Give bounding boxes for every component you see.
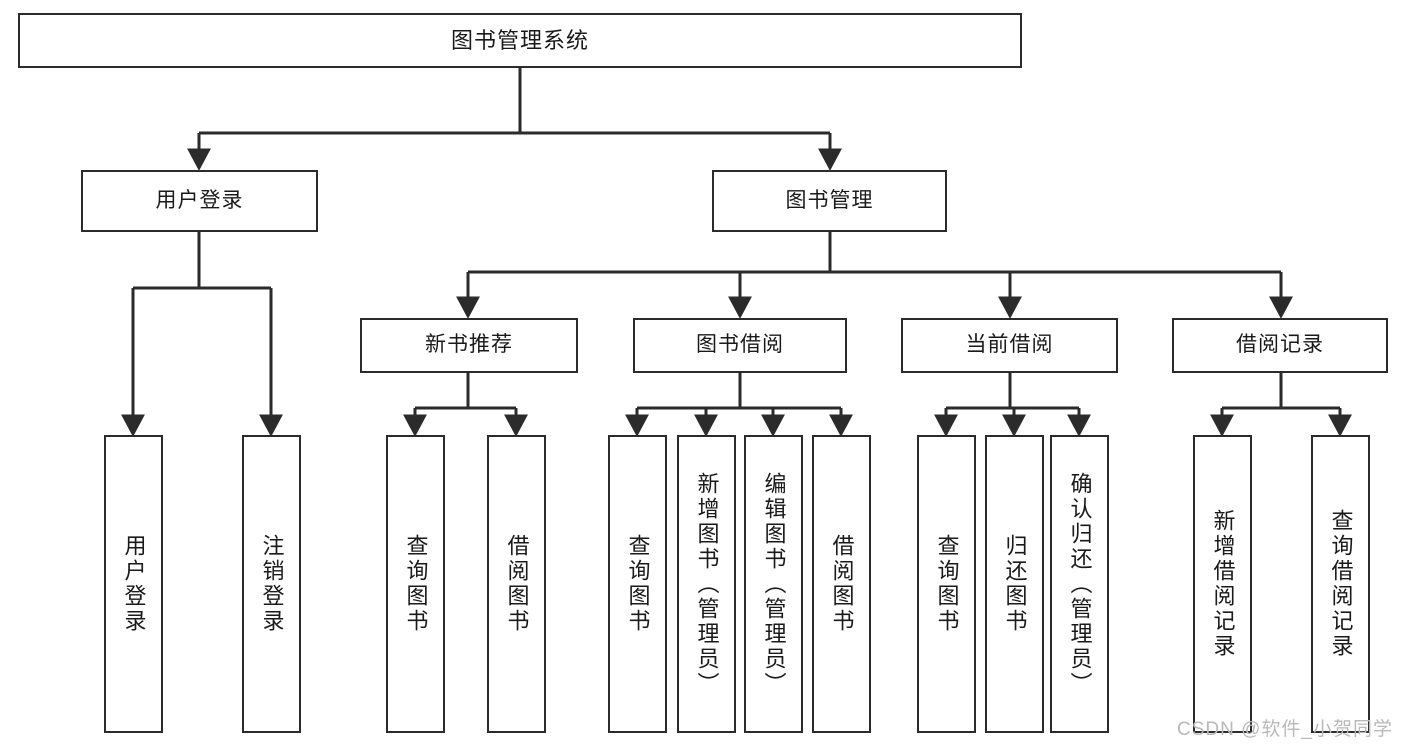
node-label: 注销登录 (259, 534, 285, 634)
leaf-user-login-logout[interactable]: 注销登录 (242, 435, 301, 733)
node-label: 图书管理 (785, 188, 874, 212)
leaf-current-borrow-query-book[interactable]: 查询图书 (917, 435, 976, 733)
node-label: 归还图书 (1002, 534, 1028, 634)
node-current-borrow[interactable]: 当前借阅 (901, 318, 1118, 373)
leaf-new-book-borrow-book[interactable]: 借阅图书 (487, 435, 546, 733)
leaf-book-borrow-add-book-admin[interactable]: 新增图书（管理员） (677, 435, 736, 733)
node-label: 查询图书 (934, 534, 960, 634)
node-book-management[interactable]: 图书管理 (712, 170, 947, 232)
node-label: 借阅图书 (504, 534, 530, 634)
leaf-borrow-record-add-record[interactable]: 新增借阅记录 (1193, 435, 1252, 733)
node-label: 新书推荐 (425, 333, 513, 357)
leaf-book-borrow-edit-book-admin[interactable]: 编辑图书（管理员） (744, 435, 803, 733)
node-label: 查询图书 (403, 534, 429, 634)
node-new-book-recommend[interactable]: 新书推荐 (360, 318, 578, 373)
leaf-book-borrow-query-book[interactable]: 查询图书 (608, 435, 667, 733)
leaf-new-book-query-book[interactable]: 查询图书 (386, 435, 445, 733)
leaf-current-borrow-confirm-return-admin[interactable]: 确认归还（管理员） (1050, 435, 1109, 733)
node-user-login[interactable]: 用户登录 (81, 170, 318, 232)
node-label: 新增图书（管理员） (694, 471, 720, 697)
node-borrow-record[interactable]: 借阅记录 (1172, 318, 1388, 373)
node-label: 查询借阅记录 (1328, 509, 1354, 659)
node-label: 借阅记录 (1236, 333, 1324, 357)
node-label: 编辑图书（管理员） (761, 471, 787, 697)
node-label: 当前借阅 (965, 333, 1054, 357)
leaf-borrow-record-query-record[interactable]: 查询借阅记录 (1311, 435, 1370, 733)
node-book-borrow[interactable]: 图书借阅 (633, 318, 847, 373)
leaf-book-borrow-borrow-book[interactable]: 借阅图书 (812, 435, 871, 733)
node-label: 新增借阅记录 (1210, 509, 1236, 659)
node-label: 确认归还（管理员） (1067, 471, 1093, 697)
node-label: 查询图书 (625, 534, 651, 634)
csdn-watermark: CSDN @软件_小贺同学 (1177, 719, 1393, 740)
node-label: 借阅图书 (829, 534, 855, 634)
node-label: 用户登录 (121, 534, 147, 634)
node-root-system[interactable]: 图书管理系统 (18, 13, 1022, 68)
node-label: 图书管理系统 (450, 27, 589, 53)
node-label: 用户登录 (155, 188, 244, 212)
node-label: 图书借阅 (696, 333, 784, 357)
leaf-user-login-do-login[interactable]: 用户登录 (104, 435, 163, 733)
leaf-current-borrow-return-book[interactable]: 归还图书 (985, 435, 1044, 733)
